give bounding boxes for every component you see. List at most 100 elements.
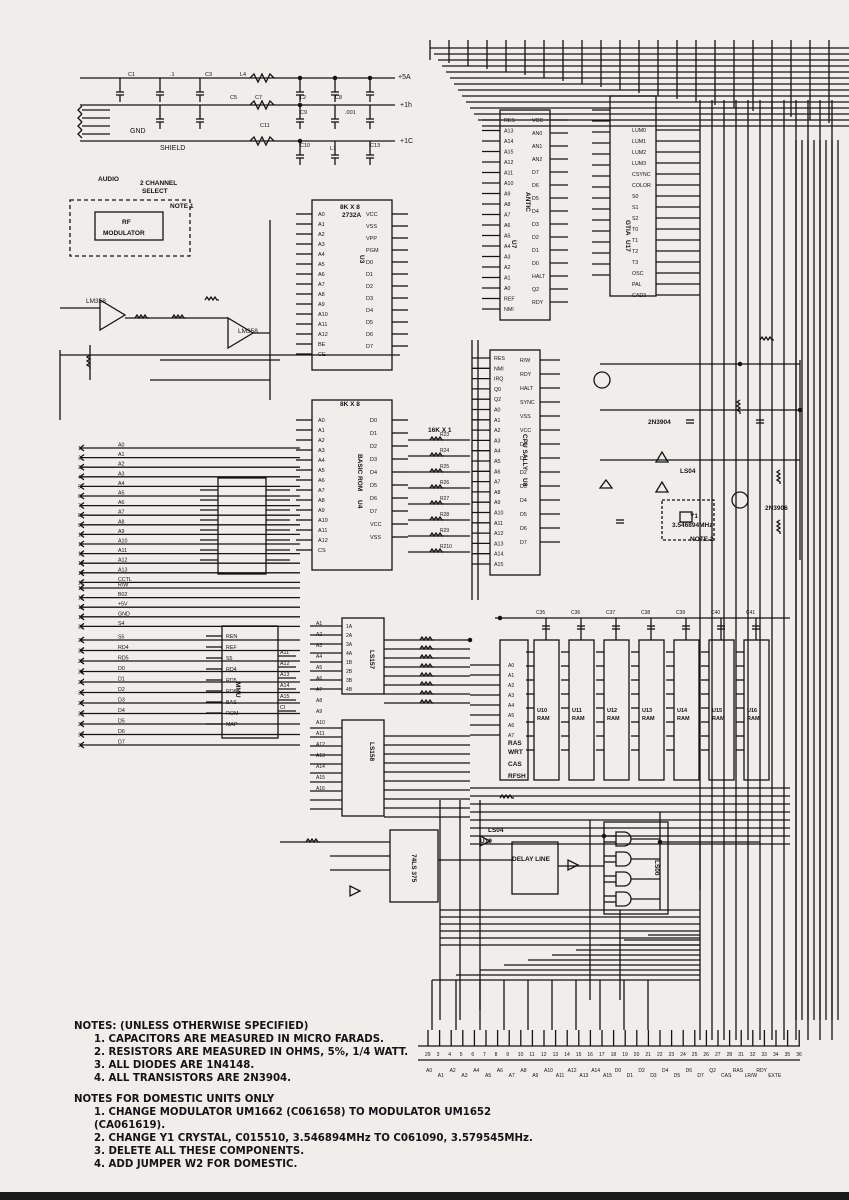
resistor [419,698,434,705]
gtia-pin-label: CAD3 [632,293,646,299]
ram-chip-ref: U11 [572,708,582,714]
bottom-connector-label: A11 [556,1073,565,1079]
connector-signal-label: A5 [118,491,125,497]
mux-pin-label: 2B [346,669,353,675]
chip-u17-gtia [609,95,657,297]
gtia-pin-label: S2 [632,216,639,222]
address-pin-label: A12 [316,742,325,748]
mmu-pin-label: REF [226,645,237,651]
u4-pin-label: A3 [318,448,325,454]
connector-signal-label: RD4 [118,645,129,651]
gtia-pin-label: COLOR [632,183,651,189]
connector-signal-label: A1 [118,452,125,458]
bottom-connector-label: A8 [520,1068,526,1074]
u4-pin-label: VCC [370,522,382,528]
rf-modulator-body [94,211,164,241]
osc-note2: NOTE 2 [690,536,714,543]
buffer-gate [654,480,670,493]
u4-pin-label: A5 [318,468,325,474]
connector-signal-label: D2 [118,687,125,693]
bottom-connector-label: A3 [461,1073,467,1079]
connector-pin [78,709,85,718]
antic-pin-label: AN0 [532,131,542,137]
antic-pin-label: AN1 [532,144,542,150]
ram-chip [568,639,595,781]
u8-name: CPU SALLY [521,434,528,471]
bottom-connector-pin: 32 [750,1052,756,1058]
lm358-name: LM358 [86,298,106,305]
resistor [429,515,444,522]
connector-pin [78,473,85,481]
gtia-pin-label: LUM2 [632,150,646,156]
osc-xtal: Y1 [690,513,698,520]
bottom-connector-label: A1 [438,1073,444,1079]
antic-pin-label: D0 [532,261,539,267]
antic-pin-label: D3 [532,222,539,228]
antic-pin-label: AN2 [532,157,542,163]
ladder-resistor-label: R26 [440,480,449,486]
bottom-connector-label: A5 [485,1073,491,1079]
ram-chip-ref: U14 [677,708,688,714]
connector-pin [78,569,85,577]
mux-pin-label: 1B [346,660,353,666]
mmu-pin-label: RD6 [226,689,237,695]
antic-pin-label: A15 [504,150,513,156]
u4-pin-label: D5 [370,483,377,489]
cpu-pin-label: HALT [520,386,534,392]
bottom-connector-label: D7 [697,1073,704,1079]
antic-pin-label: A0 [504,286,511,292]
chip-u4 [311,399,393,571]
connector-pin-number: 17 [78,596,84,602]
antic-pin-label: D6 [532,183,539,189]
filter-part-label: C7 [255,95,262,101]
filter-part-label: C8 [335,95,342,101]
connector-signal-label: A0 [118,443,125,449]
u4-pin-label: D1 [370,431,377,437]
filter-part-label: .1 [170,72,175,78]
junction-dot [367,75,373,81]
cpu-pin-label: A2 [494,428,501,434]
u3-pin-label: A10 [318,312,328,318]
cpu-pin-label: VCC [520,428,531,434]
u17-name: GTIA [624,220,631,236]
bottom-connector-pin: 29 [425,1052,431,1058]
antic-pin-label: D5 [532,196,539,202]
chip-u5-mmu [221,625,279,739]
connector-signal-label: S5 [118,635,125,641]
filter-part-label: C1 [128,72,135,78]
bottom-connector-pin: 5 [460,1052,463,1058]
bottom-connector-pin: 16 [587,1052,593,1058]
connector-pin [78,594,85,602]
channel-label: 2 CHANNEL [140,180,177,187]
gtia-pin-label: T1 [632,238,638,244]
resistor [499,793,514,800]
resistor [429,483,444,490]
gtia-pin-label: LUM3 [632,161,646,167]
cas-label: CAS [508,761,522,768]
chip-u9-ram [499,639,529,781]
component-layer [69,72,803,915]
schematic-notes: NOTES: (UNLESS OTHERWISE SPECIFIED) 1. C… [74,1020,774,1171]
modulator-label: MODULATOR [103,230,145,237]
address-pin-label: A16 [316,786,325,792]
u4-pin-label: A6 [318,478,325,484]
bottom-connector-label: LR/W [745,1073,758,1079]
ram-address-label: A2 [508,683,514,689]
lm358-name-2: LM358 [238,328,258,335]
antic-pin-label: A3 [504,255,511,261]
bottom-connector-label: D0 [615,1068,622,1074]
cpu-pin-label: A7 [494,480,501,486]
ram-address-label: A1 [508,673,514,679]
bottom-connector-label: D6 [686,1068,693,1074]
u19-name: U19 [480,838,492,845]
connector-signal-label: D3 [118,698,125,704]
u3-part: 2732A [342,212,361,219]
resistor [419,653,434,660]
gtia-pin-label: T0 [632,227,638,233]
bottom-connector-label: Q2 [709,1068,716,1074]
connector-pin [78,667,85,676]
mmu-pin-label: A11 [280,650,289,656]
u3-title: 8K X 8 [340,204,360,211]
ladder-resistor-label: R210 [440,544,452,550]
connector-pin-number: 21 [78,638,84,644]
